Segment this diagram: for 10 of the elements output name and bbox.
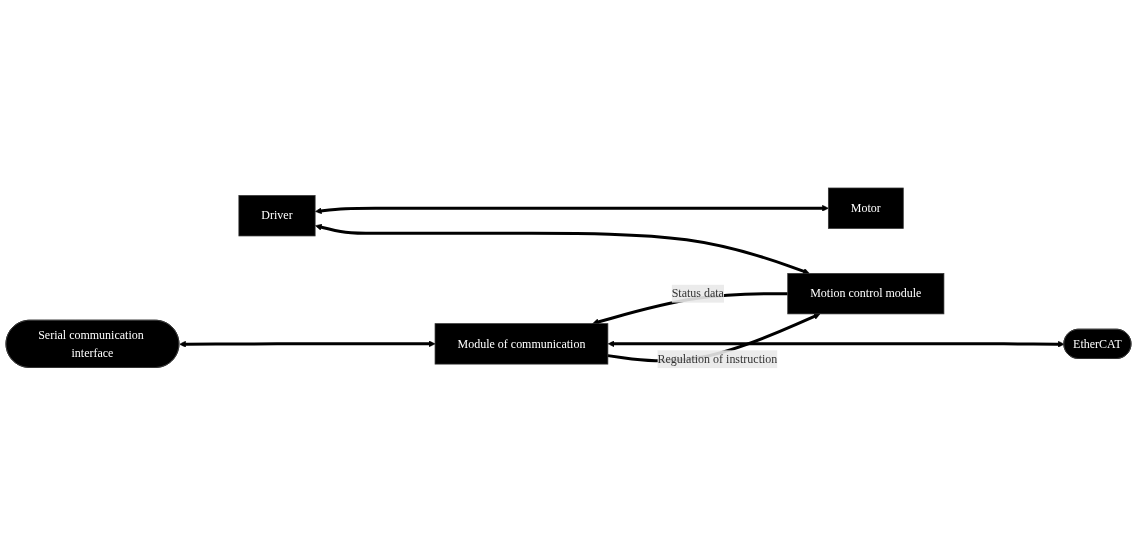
edge-label: Status data xyxy=(671,286,724,300)
node-box: Motion control module xyxy=(787,272,945,315)
arrow xyxy=(315,223,810,275)
node-box: Module of communication xyxy=(434,323,609,365)
node-box: Driver xyxy=(238,195,316,237)
node-box: Motor xyxy=(827,187,904,229)
arrow xyxy=(607,340,1065,348)
arrow xyxy=(179,340,436,348)
arrow xyxy=(315,204,829,214)
edge-label: Regulation of instruction xyxy=(657,352,778,366)
